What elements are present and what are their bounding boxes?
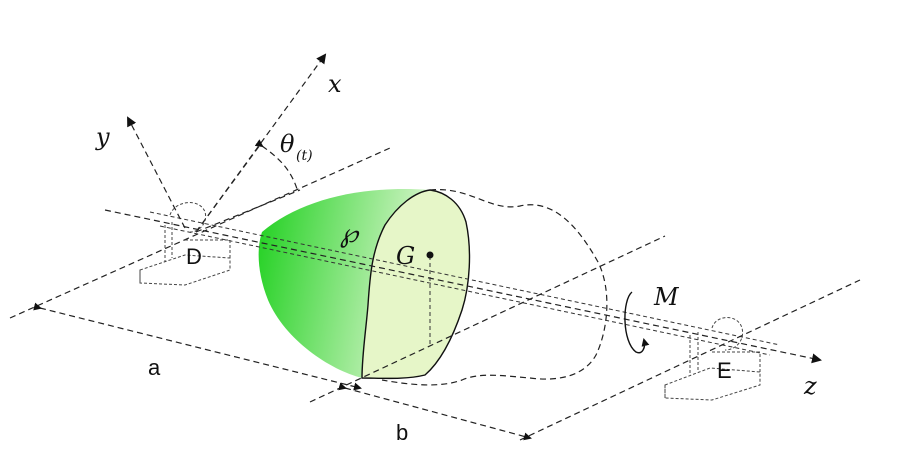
support-d [139, 202, 231, 286]
plane-line-right [519, 279, 861, 441]
z-axis-label: z [803, 372, 817, 400]
plane-line-mid [309, 235, 666, 403]
theta-axis-line [195, 189, 301, 233]
theta-subscript: (t) [296, 148, 313, 164]
shaft-axis-parallel [149, 211, 781, 346]
y-axis-arrow [127, 116, 186, 229]
theta-arc [254, 139, 299, 193]
moment-arrow [624, 291, 650, 354]
dimension-b-line [338, 382, 532, 441]
support-e [664, 317, 761, 401]
dimension-a-line [33, 302, 362, 391]
cross-section-face [361, 189, 471, 380]
theta-reference-line [195, 144, 261, 233]
support-e-label: E [717, 358, 732, 383]
support-d-label: D [186, 244, 202, 269]
dimension-b-label: b [396, 420, 408, 445]
script-symbol-label: ℘ [340, 219, 360, 249]
x-axis-arrow [195, 53, 327, 233]
dimension-a-label: a [148, 355, 161, 380]
center-label: G [396, 242, 415, 270]
hidden-body-outline [381, 189, 608, 386]
y-axis-label: y [95, 123, 110, 151]
x-axis-label: x [328, 70, 342, 98]
theta-label: θ [280, 130, 295, 158]
shaft-axis-parallel-2 [159, 225, 771, 356]
center-of-mass-point [426, 251, 434, 259]
shaft-axis [104, 209, 822, 364]
moment-label: M [653, 283, 680, 311]
